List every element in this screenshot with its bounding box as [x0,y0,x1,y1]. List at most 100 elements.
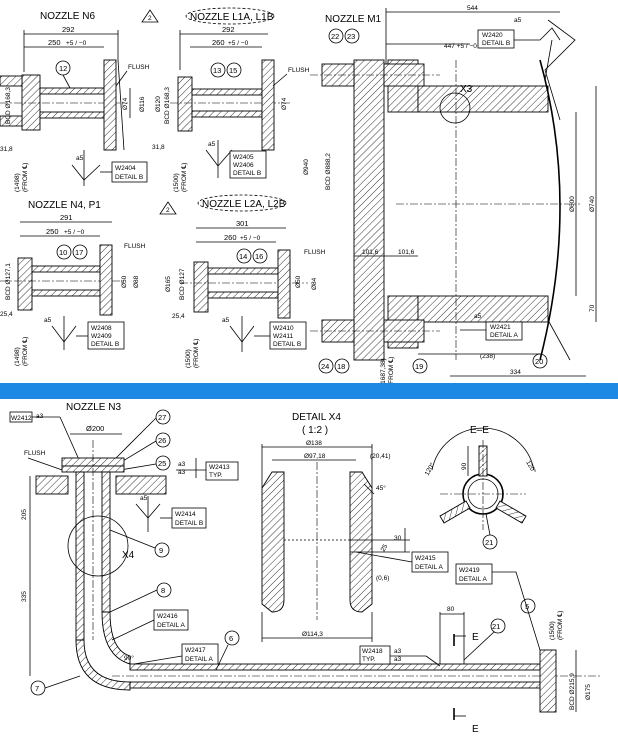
n3-tag-w2419-1: W2419 [459,567,480,574]
n3-tag-typ-2: TYP. [209,472,223,479]
l1-elev: (1500) [173,173,180,192]
m1-weld: a5 [514,17,522,24]
n3-part-25: 25 [158,459,166,468]
n3-typ-2: TYP. [362,656,376,663]
detail-x4: DETAIL X4 ( 1:2 ) Ø138 Ø97,18 (20,41) 45… [261,412,449,642]
m1-dim-238: (238) [480,353,495,360]
l2-flush: FLUSH [304,249,326,256]
n6-part: 12 [59,64,67,73]
m1-dim-101a: 101,6 [362,249,379,256]
section-e-e: E–E 120° 120° 90 21 [423,425,538,550]
l1-part-b: 15 [229,66,237,75]
n3-weld-c: a5 [140,495,148,502]
l1-d120: Ø120 [155,96,162,112]
n4-dim-250: 250 [46,227,59,236]
n3-sect-bottom: E [472,724,479,735]
l1-part-a: 13 [213,66,221,75]
x4-dim-06: (0,6) [376,575,389,582]
l1-flush: FLUSH [288,67,310,74]
m1-part-b: 23 [347,32,355,41]
n3-flush: FLUSH [24,450,46,457]
ee-part: 21 [485,538,493,547]
n6-dim-292: 292 [62,25,75,34]
n4-elev: (1498) [14,347,21,366]
l1-title: NOZZLE L1A, L1B [190,12,274,23]
n3-angle: 90° [124,654,134,662]
m1-elev: (1687,38) [380,358,387,386]
n3-sect-top: E [472,632,479,643]
m1-d740: Ø740 [589,196,596,212]
l2-part-a: 14 [239,252,247,261]
n6-dim-31: 31,8 [0,146,13,153]
ee-dim-90: 90 [461,462,468,470]
n3-d200: Ø200 [86,424,104,433]
m1-title: NOZZLE M1 [325,14,382,25]
n3-dim-205: 205 [21,509,28,520]
x4-scale: ( 1:2 ) [302,425,328,436]
n3-tag-w2414-2: DETAIL B [175,520,203,527]
n3-dim-80: 80 [447,606,455,613]
x4-title: DETAIL X4 [292,412,341,423]
x4-tag-1: W2415 [415,555,436,562]
l2-weld: a5 [222,317,230,324]
n6-tol: +5 / −0 [66,40,87,47]
n3-tag-w2417-2: DETAIL A [185,656,213,663]
l1-dim-31: 31,8 [152,144,165,151]
n3-part7: 7 [35,684,39,693]
l2-tag-1: W2410 [273,325,294,332]
nozzle-l1: 2 NOZZLE L1A, L1B 292 260 +5 / −0 13 15 … [141,7,310,192]
n4-flush: FLUSH [124,243,146,250]
n3-detail: X4 [122,550,135,561]
n4-weld: a5 [44,317,52,324]
m1-d600: Ø600 [569,196,576,212]
nozzle-m1: NOZZLE M1 22 23 544 447 +5 / −0 a5 W2420… [303,5,597,386]
l1-tol: +5 / −0 [228,40,249,47]
l1-tag-1: W2405 [233,154,254,161]
n6-dim-250: 250 [48,38,61,47]
n3-tag-w2419-2: DETAIL A [459,576,487,583]
l1-dim-260: 260 [212,38,225,47]
n3-from: (FROM ℄) [557,611,564,640]
n6-d74: Ø74 [122,97,129,110]
l2-part-b: 16 [255,252,263,261]
x4-dim-20: (20,41) [370,453,391,460]
x4-angle: 45° [376,484,386,492]
n3-tag-top: W2412 [11,415,32,422]
n6-elev: (1498) [14,173,21,192]
n4-d88: Ø88 [133,275,140,288]
l2-dim-301: 301 [236,219,249,228]
l2-tag-2: W2411 [273,333,293,340]
m1-dim-447: 447 +5 / −0 [444,43,477,50]
n3-typ-1: W2418 [362,648,383,655]
n3-weld-d: a3 [394,648,402,655]
n4-tag-2: W2409 [91,333,112,340]
l2-tag-3: DETAIL B [273,341,301,348]
l1-weld: a5 [208,141,216,148]
ee-title: E–E [470,425,489,436]
n6-weld: a5 [76,155,84,162]
m1-tag2-2: DETAIL A [490,332,518,339]
l2-rev: 2 [166,207,170,214]
n3-d175: Ø175 [585,684,592,700]
ee-ang-b: 120° [524,459,538,475]
x4-d114: Ø114,3 [302,631,323,638]
section-separator-band [0,383,618,399]
n6-flush: FLUSH [128,64,150,71]
n3-part5: 5 [525,602,529,611]
l1-rev: 2 [148,15,152,22]
l2-d84: Ø84 [311,277,318,290]
m1-part-18: 18 [337,362,345,371]
n3-weld-b: a3 [178,469,186,476]
n4-tag-1: W2408 [91,325,112,332]
n6-tag-box [111,161,148,183]
m1-part-24: 24 [321,362,329,371]
x4-dim-30: 30 [394,535,402,542]
n3-tag-w2417-1: W2417 [185,647,206,654]
l2-title: NOZZLE L2A, L2B [202,199,286,210]
l1-d74: Ø74 [281,97,288,110]
n3-dim-335: 335 [21,591,28,602]
n3-part8: 8 [161,586,165,595]
x4-d97: Ø97,18 [304,453,326,460]
x4-r: 25 [380,543,390,553]
